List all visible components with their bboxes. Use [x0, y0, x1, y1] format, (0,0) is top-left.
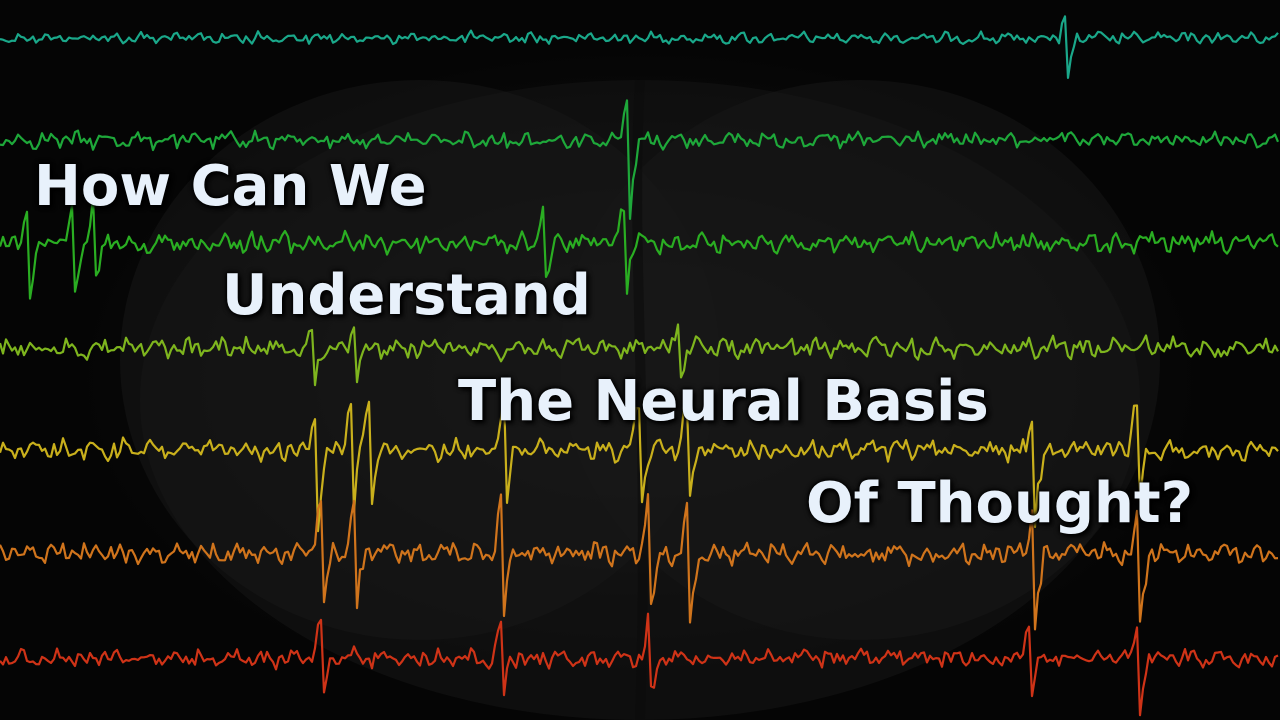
eeg-trace-1	[0, 15, 1279, 79]
eeg-trace-3	[0, 195, 1279, 300]
eeg-trace-5	[0, 394, 1279, 533]
eeg-trace-2	[0, 99, 1280, 220]
eeg-trace-6	[0, 493, 1279, 631]
title-line-4: Of Thought?	[806, 471, 1194, 536]
eeg-trace-7	[0, 612, 1279, 717]
title-line-3: The Neural Basis	[458, 369, 989, 434]
eeg-trace-4	[0, 323, 1279, 387]
title-line-1: How Can We	[34, 154, 427, 219]
title-line-2: Understand	[222, 263, 591, 328]
